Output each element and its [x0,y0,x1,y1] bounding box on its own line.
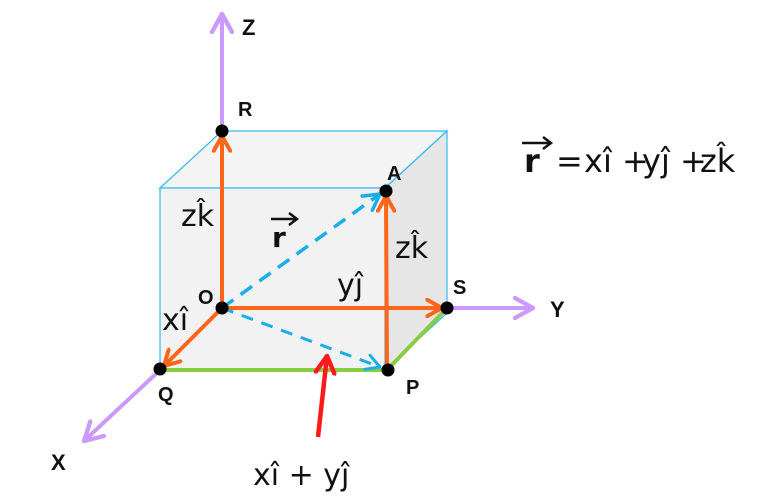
eq-plus-2: + [680,142,707,180]
eq-plus-1: + [622,142,649,180]
label-p: P [406,377,419,399]
eq-equals: = [556,142,583,180]
position-vector-equation: r = xî + yĵ + zk̂ [522,136,736,180]
point-s [440,301,454,315]
label-r: r [272,221,286,254]
label-zk-left: zk̂ [181,198,215,234]
pointer-arrow [318,356,327,438]
eq-term-zk: zk̂ [700,142,736,180]
component-vectors [164,136,442,371]
label-axis-y: Y [550,297,565,322]
base-edges [160,306,449,372]
resultant-vectors [220,192,382,371]
vector-xi-yj-o-p [221,306,382,371]
label-o: O [198,287,214,309]
eq-r: r [524,142,540,180]
label-a: A [387,163,401,185]
label-zk-right: zk̂ [395,230,429,266]
vector-zk-p-a [386,196,387,371]
eq-r-arrow-head-icon [542,136,554,150]
point-p [381,363,395,377]
label-xi: xî [162,303,189,338]
point-o [215,301,229,315]
label-q: Q [158,384,174,406]
label-axis-x: X [51,450,66,475]
point-q [153,362,167,376]
point-r [215,124,229,138]
x-axis [84,368,162,441]
label-axis-z: Z [242,15,255,40]
edge-p-s [385,306,449,372]
label-r-vector: r [271,212,300,254]
label-xi-plus-yj: xî + yĵ [253,458,350,493]
r-arrow-head-icon [288,212,300,226]
vector-r-o-a [220,192,382,310]
vector-xi-o-q [164,306,224,366]
label-r: R [238,99,253,121]
eq-term-yj: yĵ [642,142,671,180]
label-yj: yĵ [337,268,364,303]
label-s: S [453,277,466,299]
points [153,124,454,377]
point-a [379,184,393,198]
eq-term-xi: xî [584,142,613,180]
